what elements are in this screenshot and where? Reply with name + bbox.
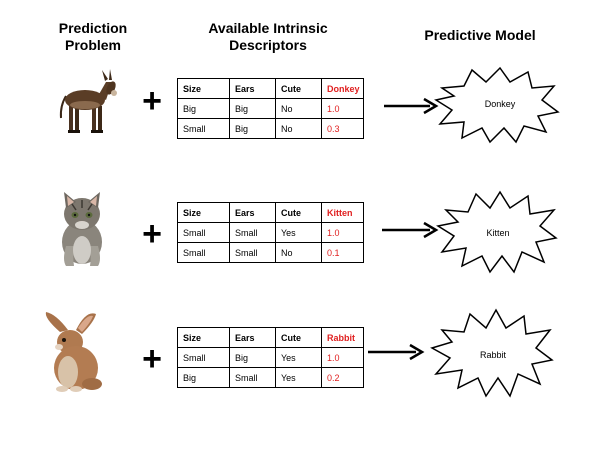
rabbit-image xyxy=(45,312,102,392)
cell-ears: Small xyxy=(229,222,276,243)
cell-target: 0.3 xyxy=(321,118,364,139)
donkey-image xyxy=(59,69,117,133)
table-row: Small Big Yes 1.0 xyxy=(177,347,364,368)
cell-target: 0.2 xyxy=(321,367,364,388)
cell-cute: Yes xyxy=(275,222,322,243)
column-header-target: Donkey xyxy=(321,78,364,99)
cell-size: Small xyxy=(177,347,230,368)
cell-size: Small xyxy=(177,118,230,139)
cell-cute: Yes xyxy=(275,367,322,388)
starburst-model-kitten: Kitten xyxy=(436,190,558,274)
table-header-row: Size Ears Cute Rabbit xyxy=(177,327,364,348)
header-descriptors-line1: Available Intrinsic xyxy=(208,20,328,36)
starburst-model-rabbit: Rabbit xyxy=(430,308,554,398)
cell-ears: Big xyxy=(229,118,276,139)
column-header-cute: Cute xyxy=(275,202,322,223)
table-row: Small Small No 0.1 xyxy=(177,242,364,263)
model-label: Kitten xyxy=(486,228,509,238)
cell-ears: Big xyxy=(229,98,276,119)
column-header-size: Size xyxy=(177,202,230,223)
column-header-ears: Ears xyxy=(229,327,276,348)
cell-target: 1.0 xyxy=(321,347,364,368)
header-problem-line2: Problem xyxy=(64,37,121,53)
cell-cute: No xyxy=(275,98,322,119)
plus-sign: + xyxy=(142,340,162,378)
cell-size: Big xyxy=(177,98,230,119)
arrow-icon xyxy=(382,221,439,239)
cell-size: Small xyxy=(177,222,230,243)
cell-size: Small xyxy=(177,242,230,263)
model-label: Rabbit xyxy=(480,350,507,360)
header-problem-line1: Prediction xyxy=(58,20,128,36)
cell-target: 1.0 xyxy=(321,98,364,119)
cell-ears: Small xyxy=(229,242,276,263)
arrow-icon xyxy=(384,97,439,115)
model-label: Donkey xyxy=(485,99,516,109)
table-row: Small Big No 0.3 xyxy=(177,118,364,139)
header-model-text: Predictive Model xyxy=(424,27,536,43)
cell-cute: Yes xyxy=(275,347,322,368)
cell-ears: Big xyxy=(229,347,276,368)
column-header-size: Size xyxy=(177,78,230,99)
column-header-ears: Ears xyxy=(229,78,276,99)
column-header-target: Rabbit xyxy=(321,327,364,348)
table-row: Big Big No 1.0 xyxy=(177,98,364,119)
header-prediction-problem: Prediction Problem xyxy=(38,20,148,54)
table-row: Big Small Yes 0.2 xyxy=(177,367,364,388)
table-row: Small Small Yes 1.0 xyxy=(177,222,364,243)
cell-size: Big xyxy=(177,367,230,388)
cell-cute: No xyxy=(275,242,322,263)
column-header-target: Kitten xyxy=(321,202,364,223)
table-header-row: Size Ears Cute Kitten xyxy=(177,202,364,223)
cell-ears: Small xyxy=(229,367,276,388)
header-descriptors-line2: Descriptors xyxy=(229,37,307,53)
cell-target: 1.0 xyxy=(321,222,364,243)
column-header-cute: Cute xyxy=(275,327,322,348)
plus-sign: + xyxy=(142,82,162,120)
descriptor-table-donkey: Size Ears Cute Donkey Big Big No 1.0 Sma… xyxy=(177,78,364,139)
column-header-size: Size xyxy=(177,327,230,348)
cell-target: 0.1 xyxy=(321,242,364,263)
descriptor-table-rabbit: Size Ears Cute Rabbit Small Big Yes 1.0 … xyxy=(177,327,364,388)
arrow-icon xyxy=(368,343,425,361)
starburst-model-donkey: Donkey xyxy=(434,66,560,144)
header-predictive-model: Predictive Model xyxy=(410,27,550,44)
column-header-ears: Ears xyxy=(229,202,276,223)
descriptor-table-kitten: Size Ears Cute Kitten Small Small Yes 1.… xyxy=(177,202,364,263)
cell-cute: No xyxy=(275,118,322,139)
header-descriptors: Available Intrinsic Descriptors xyxy=(178,20,358,54)
column-header-cute: Cute xyxy=(275,78,322,99)
kitten-image xyxy=(62,192,102,266)
table-header-row: Size Ears Cute Donkey xyxy=(177,78,364,99)
plus-sign: + xyxy=(142,215,162,253)
